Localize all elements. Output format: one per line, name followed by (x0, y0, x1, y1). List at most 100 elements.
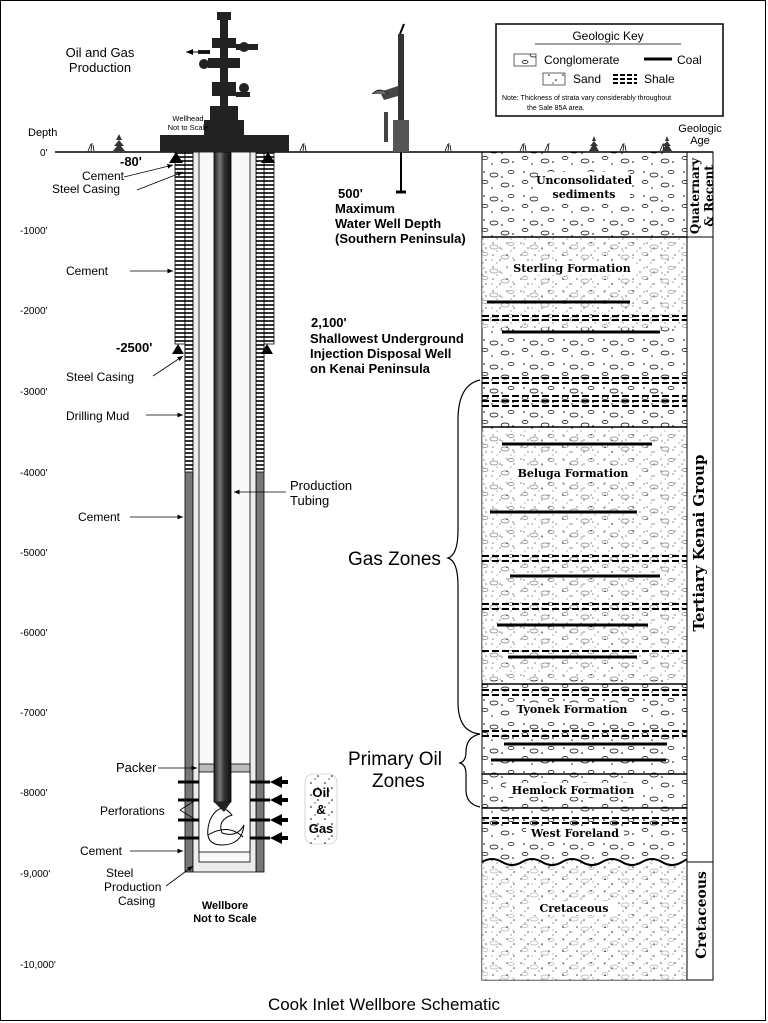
steel-casing-label: Steel Casing (66, 370, 134, 384)
water-well: 500' Maximum Water Well Depth (Southern … (335, 23, 466, 246)
cement-label: Cement (66, 264, 109, 278)
sand-swatch (542, 72, 566, 86)
key-item: Sand (573, 72, 601, 86)
key-item: Coal (677, 53, 702, 67)
injection-label: Injection Disposal Well (310, 346, 451, 361)
packer-label: Packer (116, 760, 157, 775)
oil-gas-source (304, 773, 338, 845)
formation-label: Sterling Formation (513, 262, 630, 275)
injection-label: on Kenai Peninsula (310, 361, 431, 376)
geologic-key: Geologic Key Conglomerate Coal Sand Shal… (495, 23, 724, 117)
tubing-tip (214, 802, 231, 812)
drilling-mud-label: Drilling Mud (66, 409, 129, 423)
depth-tick: -2000' (20, 306, 48, 317)
cement-label: Cement (78, 510, 121, 524)
injection-label: Shallowest Underground (310, 331, 464, 346)
production-tubing-label: Production (290, 478, 352, 493)
key-note: Note: Thickness of strata vary considera… (502, 95, 671, 102)
key-item: Shale (644, 72, 675, 86)
key-title: Geologic Key (572, 29, 643, 43)
depth-title: Depth (28, 127, 57, 139)
depth-axis: Depth 0' -1000' -2000' -3000' -4000' -50… (20, 127, 57, 971)
formation-label: Tyonek Formation (517, 703, 628, 716)
oil-zones-label: Primary Oil (348, 749, 442, 770)
injection-annotation: 2,100' Shallowest Underground Injection … (310, 315, 464, 376)
coal-seams (487, 300, 667, 762)
depth-80-label: -80' (120, 154, 142, 169)
water-depth-label: 500' (338, 186, 363, 201)
depth-tick: -3000' (20, 387, 48, 398)
oil-zone-brace (458, 733, 481, 808)
depth-tick: -1000' (20, 226, 48, 237)
age-tertiary: Tertiary Kenai Group (690, 455, 708, 632)
figure-title: Cook Inlet Wellbore Schematic (268, 995, 501, 1014)
wellhead-pad (160, 135, 289, 152)
perforations (178, 780, 270, 840)
zone-braces: Gas Zones Primary Oil Zones (348, 379, 481, 808)
cement-label: Cement (80, 844, 123, 858)
grass-tufts (87, 142, 665, 152)
perforations-label: Perforations (100, 804, 165, 818)
oil-label: Oil (312, 785, 329, 800)
wellbore: Oil & Gas Oil and Gas Production Wellhe (66, 12, 338, 873)
steel-production-casing-label: Production (104, 880, 161, 894)
geologic-age-column: Geologic Age Quaternary & Recent Tertiar… (678, 123, 722, 981)
depth-tick: -8000' (20, 788, 48, 799)
injection-depth-label: 2,100' (311, 315, 347, 330)
age-cretaceous: Cretaceous (694, 871, 710, 959)
depth-tick: -7000' (20, 708, 48, 719)
depth-tick: -6000' (20, 628, 48, 639)
cement-label: Cement (82, 169, 125, 183)
amp-label: & (316, 802, 325, 817)
formation-label: West Foreland (530, 827, 619, 840)
depth-2500-label: -2500' (116, 340, 152, 355)
gas-zones-label: Gas Zones (348, 549, 441, 570)
production-label: Oil and Gas (66, 45, 135, 60)
steel-casing-label: Steel Casing (52, 182, 120, 196)
drilling-mud-right (255, 151, 265, 473)
tree-icon (113, 134, 672, 151)
surface-cement-left (174, 151, 186, 345)
formation-label: Hemlock Formation (512, 784, 634, 797)
unconformity-line (481, 858, 690, 866)
water-well-label: (Southern Peninsula) (335, 231, 466, 246)
steel-production-casing-label: Casing (118, 894, 155, 908)
formation-label: Beluga Formation (518, 467, 629, 480)
inflow-arrows (270, 776, 288, 844)
key-item: Conglomerate (544, 53, 620, 67)
depth-tick: -5000' (20, 548, 48, 559)
wellhead-note: Wellhead (172, 114, 203, 123)
shale-swatch (613, 74, 637, 84)
depth-tick: 0' (40, 148, 48, 159)
key-note: the Sale 85A area. (527, 105, 585, 112)
well-annotations: -80' Cement Steel Casing Cement -2500' S… (52, 154, 352, 925)
conglomerate-swatch (513, 53, 537, 67)
depth-tick: -10,000' (20, 960, 56, 971)
formation-label: Unconsolidated (536, 174, 632, 187)
age-recent: & Recent (702, 165, 716, 227)
flow-swirl (207, 808, 245, 846)
formation-label: Cretaceous (540, 902, 609, 915)
production-tubing (213, 151, 232, 803)
wellbore-note: Not to Scale (193, 913, 257, 925)
depth-tick: -9,000' (20, 869, 50, 880)
drilling-mud-left (184, 151, 194, 473)
water-pump-icon (398, 34, 404, 120)
key-box (495, 23, 724, 117)
age-header: Age (690, 135, 710, 147)
wellhead-tree-icon (198, 12, 258, 135)
surface-cement-right (263, 151, 275, 345)
formation-label: sediments (553, 188, 616, 201)
shale-beds (482, 315, 687, 824)
gas-zone-brace (445, 379, 481, 735)
geologic-column: Unconsolidated sediments Sterling Format… (481, 151, 690, 981)
gas-label: Gas (309, 821, 334, 836)
production-label: Production (69, 60, 131, 75)
steel-production-casing-label: Steel (106, 866, 133, 880)
wellbore-note: Wellbore (202, 900, 248, 912)
production-tubing-label: Tubing (290, 493, 329, 508)
water-well-label: Maximum (335, 201, 395, 216)
oil-zones-label: Zones (372, 771, 425, 792)
